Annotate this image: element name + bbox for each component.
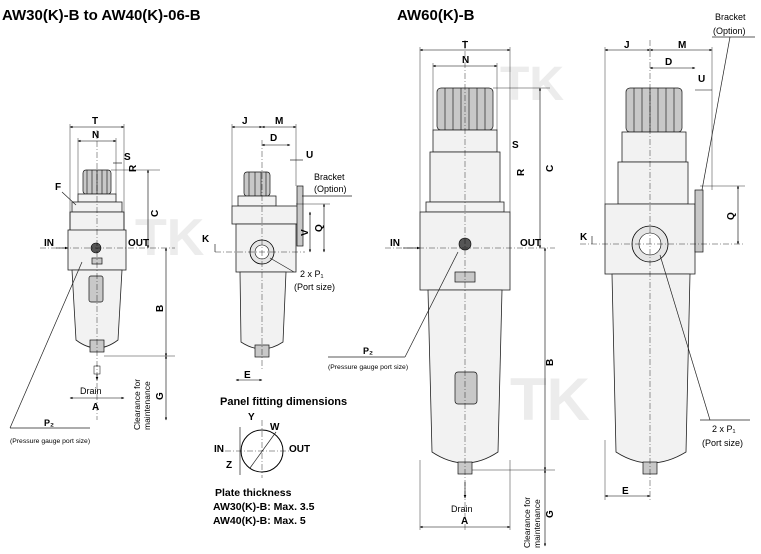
label-S: S: [124, 152, 131, 163]
panel-title: Panel fitting dimensions: [220, 396, 347, 408]
label-W: W: [270, 422, 280, 433]
label-M: M: [678, 40, 686, 51]
plate-line-2: AW40(K)-B: Max. 5: [213, 515, 306, 527]
port-size-label: (Port size): [294, 282, 335, 292]
label-N: N: [462, 55, 469, 66]
bracket-label: Bracket: [715, 12, 746, 22]
two-x-p1-label: 2 x P₁: [300, 269, 324, 279]
clearance-label: Clearance for: [522, 497, 532, 548]
label-N: N: [92, 130, 99, 141]
label-OUT: OUT: [128, 238, 149, 249]
label-U: U: [306, 150, 313, 161]
label-V: V: [300, 229, 311, 236]
drain-label: Drain: [80, 386, 102, 396]
option-label: (Option): [713, 26, 746, 36]
label-A: A: [461, 516, 468, 527]
right-title: AW60(K)-B: [397, 7, 475, 24]
label-D: D: [665, 57, 672, 68]
label-T: T: [92, 116, 98, 127]
label-C: C: [545, 165, 556, 172]
left-title: AW30(K)-B to AW40(K)-06-B: [2, 7, 201, 24]
watermark: TK: [510, 366, 590, 433]
label-G: G: [545, 510, 556, 518]
maintenance-label: maintenance: [532, 499, 542, 548]
label-IN: IN: [390, 238, 400, 249]
right-side-view: [604, 87, 704, 475]
label-IN: IN: [44, 238, 54, 249]
label-J: J: [242, 116, 248, 127]
label-F: F: [55, 182, 61, 193]
label-Y: Y: [248, 412, 255, 423]
label-G: G: [155, 392, 166, 400]
label-D: D: [270, 133, 277, 144]
maintenance-label: maintenance: [142, 381, 152, 430]
label-T: T: [462, 40, 468, 51]
label-OUT: OUT: [520, 238, 541, 249]
bracket-label: Bracket: [314, 172, 345, 182]
port-size-label: (Port size): [702, 438, 743, 448]
clearance-label: Clearance for: [132, 379, 142, 430]
label-E: E: [244, 370, 251, 381]
label-S: S: [512, 140, 519, 151]
label-E: E: [622, 486, 629, 497]
label-R: R: [516, 168, 527, 176]
watermark: TK: [500, 58, 564, 111]
label-B: B: [545, 359, 556, 366]
p2-note: (Pressure gauge port size): [328, 364, 408, 371]
watermark: TK: [135, 209, 205, 267]
panel-fitting-diagram: [225, 420, 290, 478]
label-A: A: [92, 402, 99, 413]
drain-label: Drain: [451, 504, 473, 514]
label-Q: Q: [314, 224, 325, 232]
panel-in-label: IN: [214, 444, 224, 455]
plate-title: Plate thickness: [215, 487, 292, 499]
label-C: C: [150, 210, 161, 217]
label-R: R: [128, 164, 139, 172]
label-M: M: [275, 116, 283, 127]
label-Z: Z: [226, 460, 232, 471]
label-P2: P₂: [363, 346, 373, 356]
label-U: U: [698, 74, 705, 85]
label-Q: Q: [726, 212, 737, 220]
label-P2: P₂: [44, 418, 54, 428]
left-side-view: [231, 171, 304, 358]
label-J: J: [624, 40, 630, 51]
option-label: (Option): [314, 184, 347, 194]
watermark-group: TK TK TK: [135, 58, 590, 433]
label-K: K: [202, 234, 210, 245]
plate-line-1: AW30(K)-B: Max. 3.5: [213, 501, 315, 513]
p2-note: (Pressure gauge port size): [10, 438, 90, 445]
label-K: K: [580, 232, 588, 243]
panel-out-label: OUT: [289, 444, 310, 455]
label-B: B: [155, 305, 166, 312]
two-x-p1-label: 2 x P₁: [712, 424, 736, 434]
